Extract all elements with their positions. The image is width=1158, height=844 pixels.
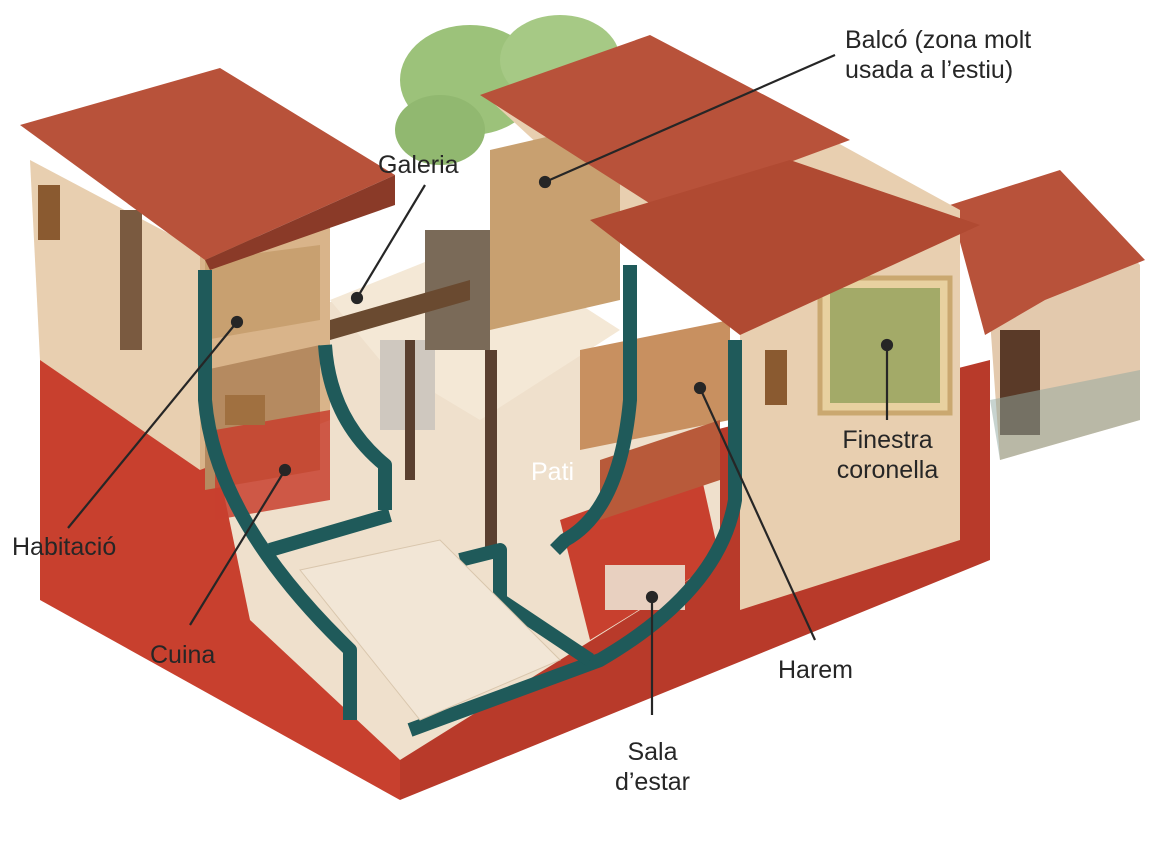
label-finestra: Finestra coronella — [820, 425, 955, 485]
label-balco-line2: usada a l’estiu) — [845, 56, 1014, 84]
label-galeria: Galeria — [378, 151, 459, 179]
floor-tiles — [299, 539, 561, 721]
annex — [950, 170, 1145, 460]
label-sala-line2: d’estar — [614, 768, 691, 796]
label-balco-line1: Balcó (zona molt — [845, 26, 1032, 54]
right-roof — [480, 35, 980, 335]
label-harem: Harem — [778, 656, 854, 684]
label-sala: Sala d’estar — [595, 737, 710, 797]
leader-lines — [67, 53, 894, 715]
label-balco: Balcó (zona molt usada a l’estiu) — [845, 25, 1031, 85]
label-habitacio: Habitació — [12, 533, 117, 561]
kitchen — [215, 395, 330, 520]
wall-outlines — [198, 265, 742, 737]
label-cuina: Cuina — [150, 641, 216, 669]
left-roof — [20, 68, 395, 270]
label-finestra-line2: coronella — [836, 456, 939, 484]
label-pati: Pati — [531, 458, 575, 486]
label-sala-line1: Sala — [627, 738, 678, 766]
label-finestra-line1: Finestra — [842, 426, 933, 454]
